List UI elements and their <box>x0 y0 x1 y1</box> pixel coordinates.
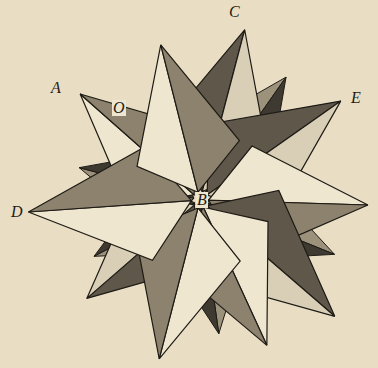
point-label: D <box>10 204 24 220</box>
point-label: E <box>350 90 362 106</box>
point-label: O <box>112 100 126 116</box>
point-label: A <box>50 80 62 96</box>
point-label: C <box>228 4 241 20</box>
point-label: B <box>196 192 208 208</box>
